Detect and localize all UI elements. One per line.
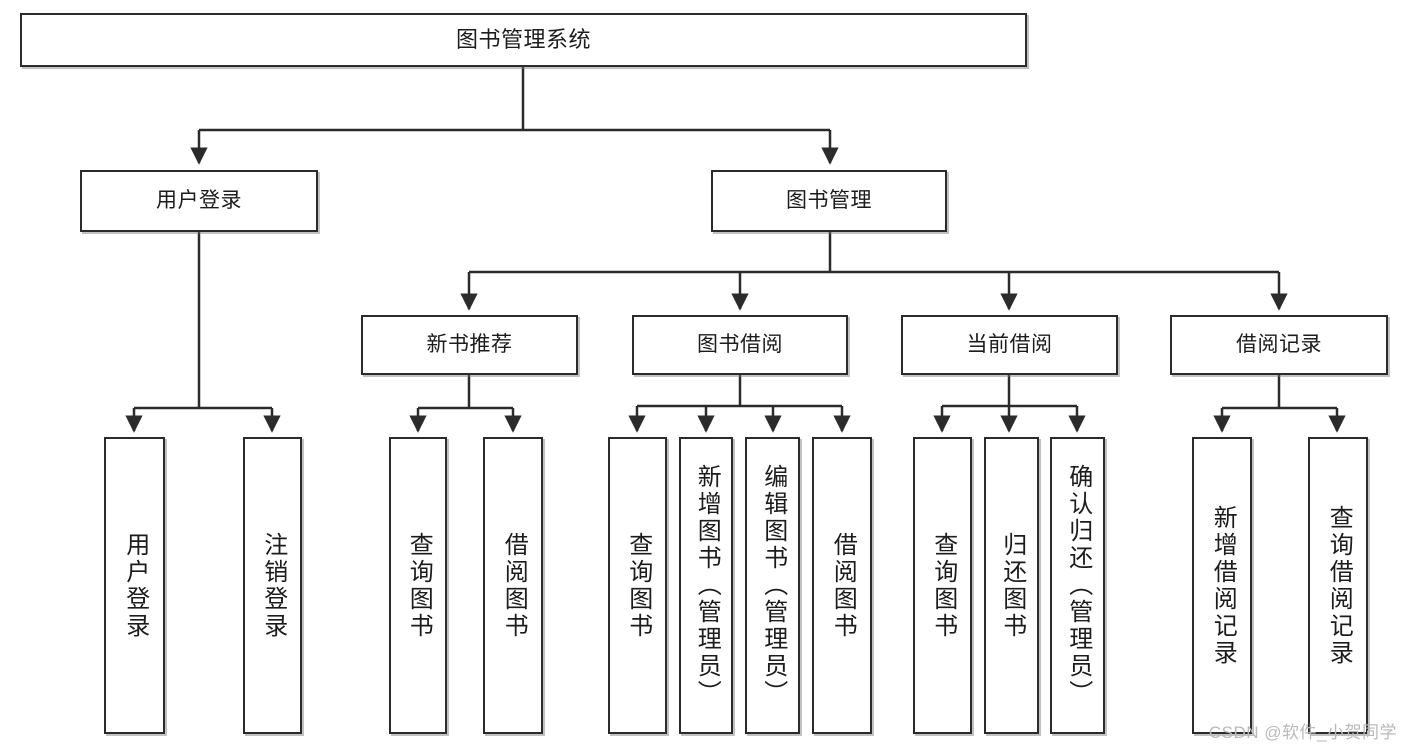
node-label: 新增借阅记录 (1209, 504, 1237, 667)
node-label: 编辑图书（管理员） (759, 464, 787, 707)
node-current-borrow[interactable]: 当前借阅 (901, 315, 1118, 375)
leaf-logout-login[interactable]: 注销登录 (243, 437, 302, 734)
leaf-add-borrow-record[interactable]: 新增借阅记录 (1192, 437, 1252, 734)
node-label: 当前借阅 (966, 333, 1053, 357)
node-label: 用户登录 (156, 189, 242, 213)
node-label: 注销登录 (259, 531, 287, 640)
node-new-book-recommend[interactable]: 新书推荐 (361, 315, 578, 375)
leaf-return-book[interactable]: 归还图书 (984, 437, 1039, 734)
node-label: 图书管理 (786, 189, 872, 213)
leaf-confirm-return-admin[interactable]: 确认归还（管理员） (1050, 437, 1105, 734)
node-label: 新增图书（管理员） (693, 464, 721, 707)
leaf-query-book-current[interactable]: 查询图书 (913, 437, 972, 734)
leaf-borrow-book-borrow[interactable]: 借阅图书 (812, 437, 872, 734)
node-label: 图书借阅 (697, 333, 783, 357)
node-label: 查询图书 (929, 531, 957, 640)
leaf-query-book-recommend[interactable]: 查询图书 (389, 437, 447, 734)
node-label: 归还图书 (998, 531, 1026, 640)
node-book-management[interactable]: 图书管理 (711, 170, 947, 232)
leaf-user-login[interactable]: 用户登录 (104, 437, 165, 734)
node-label: 用户登录 (121, 531, 149, 640)
node-label: 确认归还（管理员） (1064, 464, 1092, 707)
node-borrow-record[interactable]: 借阅记录 (1170, 315, 1388, 375)
node-label: 新书推荐 (426, 333, 513, 357)
leaf-edit-book-admin[interactable]: 编辑图书（管理员） (745, 437, 800, 734)
watermark: CSDN @软件_小贺同学 (1208, 723, 1397, 742)
node-label: 借阅记录 (1236, 333, 1322, 357)
leaf-query-borrow-record[interactable]: 查询借阅记录 (1308, 437, 1368, 734)
node-book-borrow[interactable]: 图书借阅 (632, 315, 848, 375)
node-label: 借阅图书 (829, 531, 857, 640)
node-label: 查询图书 (624, 531, 652, 640)
leaf-query-book-borrow[interactable]: 查询图书 (608, 437, 667, 734)
node-label: 查询借阅记录 (1325, 504, 1353, 667)
node-user-login[interactable]: 用户登录 (80, 170, 318, 232)
node-book-management-system[interactable]: 图书管理系统 (20, 13, 1027, 67)
node-label: 查询图书 (405, 531, 433, 640)
leaf-borrow-book-recommend[interactable]: 借阅图书 (483, 437, 543, 734)
leaf-add-book-admin[interactable]: 新增图书（管理员） (679, 437, 733, 734)
node-label: 图书管理系统 (455, 26, 591, 52)
node-label: 借阅图书 (500, 531, 528, 640)
